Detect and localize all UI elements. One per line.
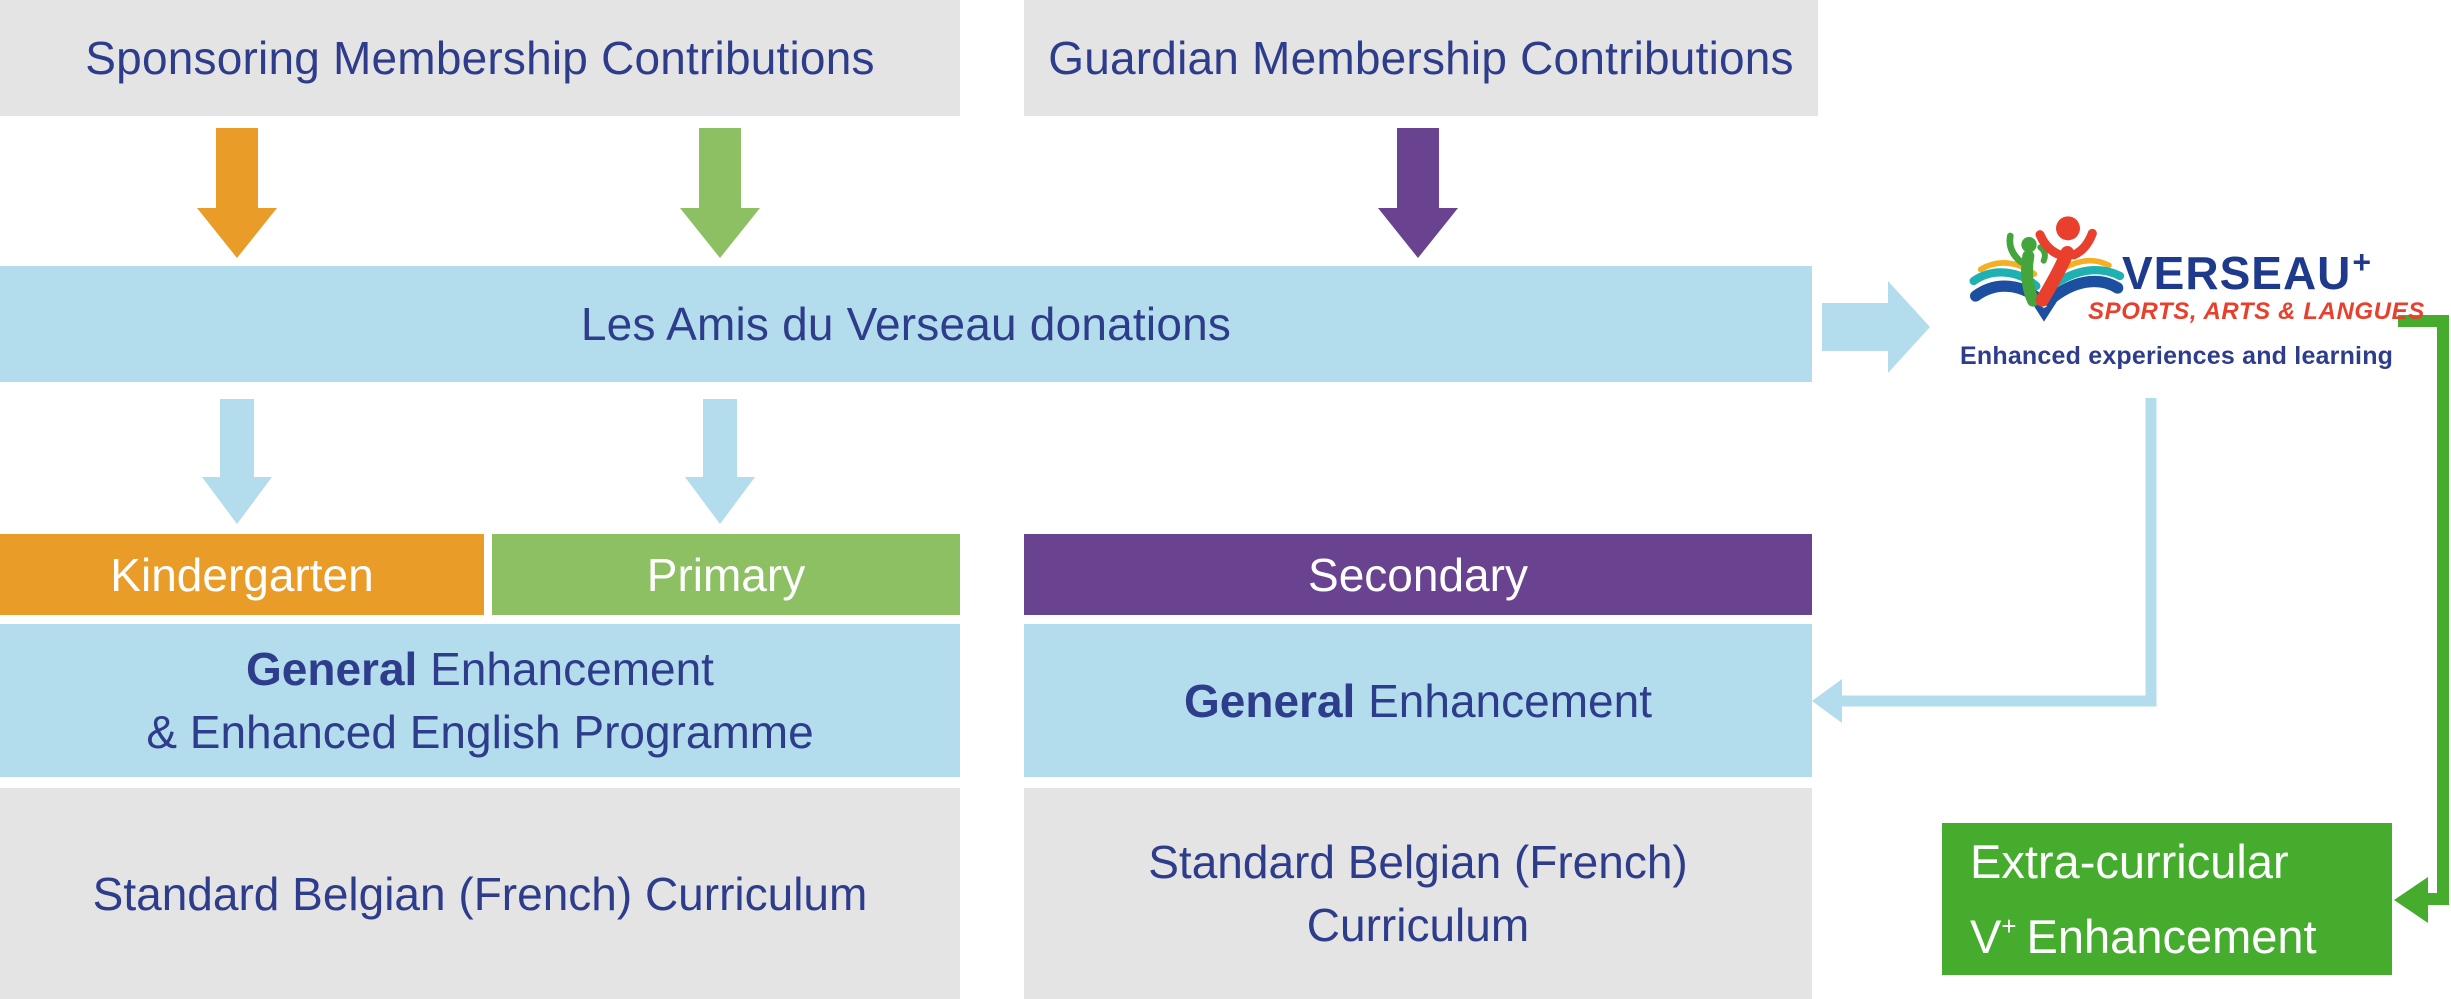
- secondary-section-box: Secondary: [1024, 534, 1812, 615]
- kindergarten-section-box: Kindergarten: [0, 534, 484, 615]
- sponsoring-contributions-box: Sponsoring Membership Contributions: [0, 0, 960, 116]
- secondary-curriculum-line1-text: Standard Belgian (French): [1148, 835, 1688, 888]
- down-arrow-lightblue-primary-icon: [685, 399, 755, 524]
- guardian-contributions-label: Guardian Membership Contributions: [1048, 32, 1794, 84]
- kp-curriculum-label: Standard Belgian (French) Curriculum: [92, 867, 868, 920]
- sponsoring-contributions-label: Sponsoring Membership Contributions: [85, 32, 875, 84]
- down-arrow-green-icon: [680, 128, 760, 258]
- secondary-label: Secondary: [1308, 548, 1528, 601]
- primary-label: Primary: [646, 548, 806, 601]
- donations-label: Les Amis du Verseau donations: [580, 298, 1232, 350]
- down-arrow-lightblue-kindergarten-icon: [202, 399, 272, 524]
- down-arrow-orange-icon: [197, 128, 277, 258]
- extracurricular-enhancement-box: Extra-curricular V+ Enhancement: [1942, 823, 2392, 975]
- extracurricular-plus-text: +: [2001, 910, 2017, 941]
- verseau-plus-logo: VERSEAU+ SPORTS, ARTS & LANGUES Enhanced…: [1950, 196, 2424, 386]
- extracurricular-v-text: V: [1970, 909, 2002, 963]
- kp-programme-rest-text: Enhancement: [417, 642, 714, 695]
- extracurricular-line2: V+ Enhancement: [1970, 894, 2392, 969]
- secondary-curriculum-line2-text: Curriculum: [1306, 898, 1530, 951]
- logo-mark-icon: [1969, 216, 2125, 322]
- kp-curriculum-box: Standard Belgian (French) Curriculum: [0, 788, 960, 999]
- guardian-contributions-box: Guardian Membership Contributions: [1024, 0, 1818, 116]
- secondary-programme-bold-text: General: [1184, 674, 1356, 727]
- secondary-programme-box: General Enhancement: [1024, 624, 1812, 777]
- logo-subtitle: SPORTS, ARTS & LANGUES: [2088, 298, 2425, 325]
- kp-programme-label: General Enhancement & Enhanced English P…: [146, 638, 813, 764]
- elbow-connector-green-icon: [2394, 315, 2449, 923]
- primary-section-box: Primary: [492, 534, 960, 615]
- secondary-programme-rest-text: Enhancement: [1355, 674, 1652, 727]
- logo-tagline: Enhanced experiences and learning: [1960, 342, 2394, 370]
- right-arrow-lightblue-icon: [1822, 281, 1930, 373]
- secondary-curriculum-label: Standard Belgian (French) Curriculum: [1148, 831, 1688, 957]
- logo-plus: +: [2352, 244, 2373, 280]
- logo-wordmark: VERSEAU+: [2122, 244, 2373, 300]
- extracurricular-rest-text: Enhancement: [2026, 909, 2317, 963]
- kp-programme-bold-text: General: [246, 642, 418, 695]
- secondary-programme-label: General Enhancement: [1184, 674, 1652, 728]
- elbow-connector-lightblue-icon: [1812, 398, 2157, 723]
- extracurricular-line1: Extra-curricular: [1970, 834, 2289, 888]
- donations-bar: Les Amis du Verseau donations: [0, 266, 1812, 382]
- kp-programme-line2-text: & Enhanced English Programme: [146, 705, 814, 758]
- secondary-curriculum-box: Standard Belgian (French) Curriculum: [1024, 788, 1812, 999]
- kindergarten-label: Kindergarten: [110, 548, 374, 601]
- logo-wordmark-text: VERSEAU: [2122, 247, 2352, 299]
- kp-programme-box: General Enhancement & Enhanced English P…: [0, 624, 960, 777]
- down-arrow-purple-icon: [1378, 128, 1458, 258]
